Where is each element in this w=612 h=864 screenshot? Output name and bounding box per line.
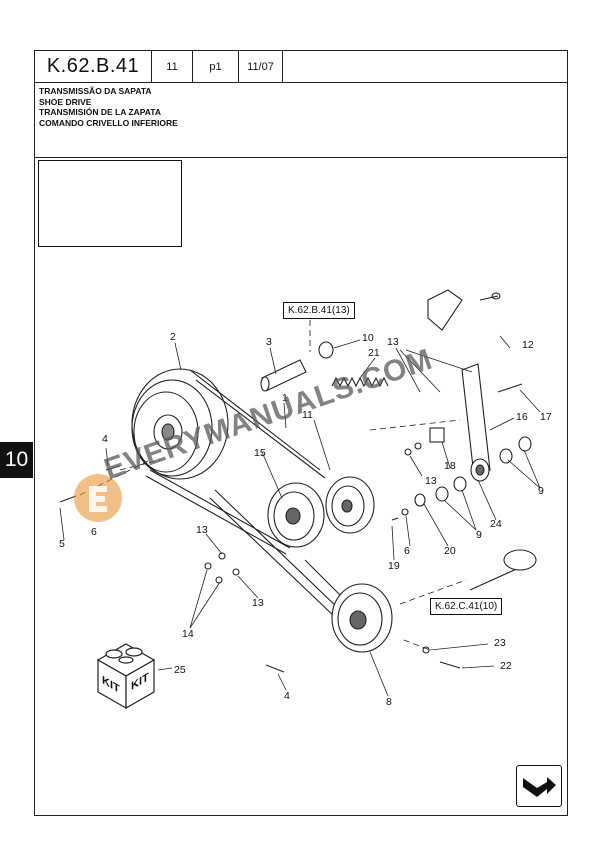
callout-6-left: 6 [91,526,97,538]
callout-13-mid: 13 [425,475,437,487]
next-page-button[interactable] [516,765,562,807]
lower-pulley [331,583,393,653]
bolt-22 [439,661,461,669]
tensioner-pulley [325,476,375,534]
nut-14b [215,576,223,584]
nut-13b [414,442,422,450]
callout-13-top: 13 [387,336,399,348]
callout-21: 21 [368,347,380,359]
mounting-bracket [427,289,501,331]
title-it: COMANDO CRIVELLO INFERIORE [39,117,178,128]
section-tab[interactable]: 10 [0,442,33,478]
reference-link-bottom[interactable]: K.62.C.41(10) [430,598,503,615]
title-pt: TRANSMISSÃO DA SAPATA [39,86,152,96]
callout-11: 11 [302,409,313,421]
middle-pulley [267,482,325,548]
callout-9-mid: 9 [476,529,482,541]
nut-23 [422,646,430,654]
callout-14: 14 [182,628,194,640]
nut-13c [218,552,226,560]
callout-9-right: 9 [538,485,544,497]
callout-10: 10 [362,332,374,344]
shaft-sleeve [260,359,307,392]
bolt-5 [59,495,77,503]
washer-9c [435,486,449,502]
title-block: TRANSMISSÃO DA SAPATA SHOE DRIVE TRANSMI… [34,82,568,158]
callout-3: 3 [266,336,272,348]
callout-22: 22 [500,660,512,672]
nut-13a [404,448,412,456]
callout-4-top: 4 [102,433,108,445]
callout-20: 20 [444,545,456,557]
callout-24: 24 [490,518,502,530]
callout-5: 5 [59,538,65,550]
callout-18: 18 [444,460,456,472]
callout-13-left: 13 [196,524,208,536]
callout-25: 25 [174,664,186,676]
callout-17: 17 [540,411,552,423]
callout-6-mid: 6 [404,545,410,557]
bolt-19 [391,517,399,521]
washer-9d [453,476,467,492]
curved-arrow-icon [523,777,556,797]
key-4-top [105,465,121,471]
lower-shaft [469,549,537,591]
bolt-17 [497,383,523,393]
leader-lines [59,335,541,697]
callout-8: 8 [386,696,392,708]
callout-23: 23 [494,637,506,649]
reference-link-top[interactable]: K.62.B.41(13) [283,302,355,319]
callout-13-lower: 13 [252,597,264,609]
watermark-logo-icon [74,474,122,522]
nut-13d [232,568,240,576]
callout-12: 12 [522,339,534,351]
drive-belts [145,369,346,619]
callout-15: 15 [254,447,266,459]
tensioner-arm [461,363,491,482]
blank-image-box [38,160,182,247]
callout-16: 16 [516,411,528,423]
page-frame [34,50,568,816]
kit-box-icon [96,643,156,710]
title-es: TRANSMISIÓN DE LA ZAPATA [39,107,161,117]
key-4 [265,664,285,673]
washer-9b [518,436,532,452]
bushing [429,427,445,443]
title-en: SHOE DRIVE [39,96,92,107]
callout-19: 19 [388,560,400,572]
washer-9a [499,448,513,464]
large-pulley [131,368,229,480]
callout-1: 1 [282,392,288,404]
washer [318,341,334,359]
callout-2: 2 [170,331,176,343]
nut-6 [401,508,409,516]
nut-14a [204,562,212,570]
washer-20 [414,493,426,507]
callout-4-bottom: 4 [284,690,290,702]
